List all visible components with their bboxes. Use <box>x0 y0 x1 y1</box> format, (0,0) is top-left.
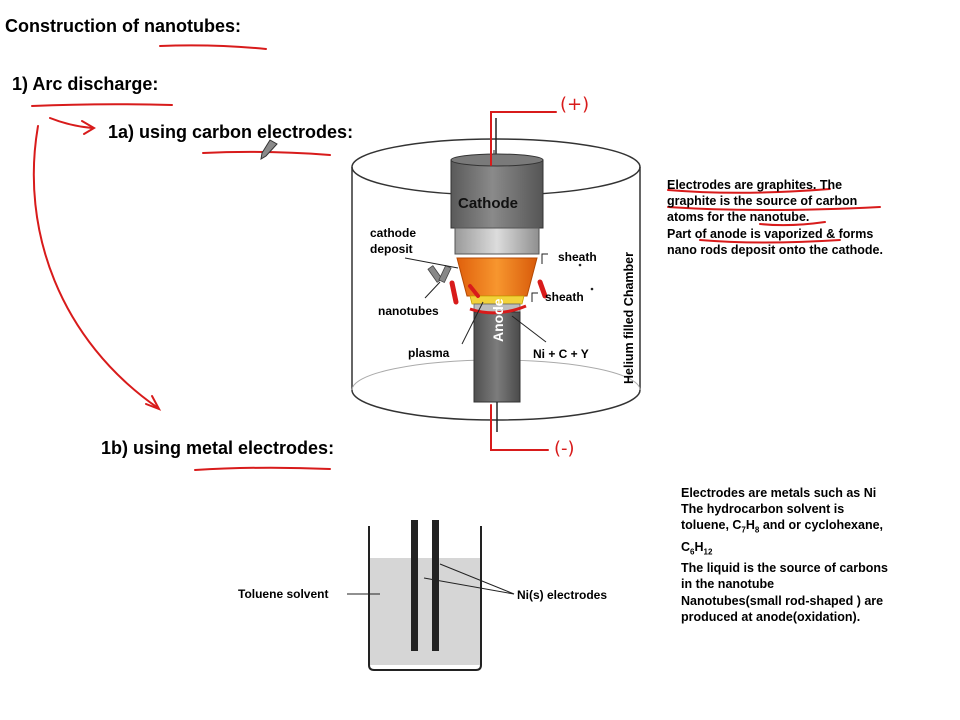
page-title: Construction of nanotubes: <box>5 16 241 36</box>
note-b-line-4: C6H12 <box>681 539 713 557</box>
minus-annotation: (-) <box>554 438 575 459</box>
pen-cursor-icon <box>260 139 278 160</box>
chamber-label: Helium filled Chamber <box>622 252 636 384</box>
sheath-bottom-label: sheath <box>545 290 584 304</box>
note-a-line-1: Electrodes are graphites. The <box>667 178 843 192</box>
ni-electrodes-label: Ni(s) electrodes <box>517 588 608 602</box>
anode-label: Anode <box>490 298 506 342</box>
sheath-top-label: sheath <box>558 250 597 264</box>
subheading-carbon: 1a) using carbon electrodes: <box>108 122 354 142</box>
note-b-line-2: The hydrocarbon solvent is <box>681 502 845 517</box>
notes-metal: Electrodes are metals such as Ni The hyd… <box>681 485 888 625</box>
notes-carbon: Electrodes are graphites. The graphite i… <box>667 177 883 258</box>
polarity-wires <box>490 111 557 451</box>
subheading-metal: 1b) using metal electrodes: <box>101 438 335 458</box>
plasma-label: plasma <box>408 346 450 360</box>
arc-discharge-apparatus <box>351 118 641 432</box>
note-a-line-4: Part of anode is vaporized & forms <box>667 226 874 241</box>
handwritten-arrows <box>32 117 162 411</box>
mix-label: Ni + C + Y <box>533 347 589 361</box>
note-b-line-7: Nanotubes(small rod-shaped ) are <box>681 593 884 608</box>
note-a-line-3: atoms for the nanotube. <box>667 210 810 225</box>
cathode-deposit-label-2: deposit <box>370 242 413 256</box>
toluene-solvent-label: Toluene solvent <box>238 587 329 601</box>
plus-annotation: (+) <box>560 94 590 115</box>
note-a-line-5: nano rods deposit onto the cathode. <box>667 242 883 257</box>
section-heading-arc: 1) Arc discharge: <box>12 74 159 94</box>
note-b-line-1: Electrodes are metals such as Ni <box>681 486 877 500</box>
note-b-line-3: toluene, C7H8 and or cyclohexane, <box>681 518 884 535</box>
nanotubes-label: nanotubes <box>378 304 439 318</box>
note-b-line-6: in the nanotube <box>681 577 775 592</box>
beaker-apparatus <box>347 520 515 671</box>
cathode-deposit-label-1: cathode <box>370 226 417 240</box>
note-a-line-2: graphite is the source of carbon <box>667 194 858 209</box>
note-b-line-8: produced at anode(oxidation). <box>681 609 861 624</box>
note-b-line-5: The liquid is the source of carbons <box>681 561 888 576</box>
cathode-label: Cathode <box>458 195 518 212</box>
